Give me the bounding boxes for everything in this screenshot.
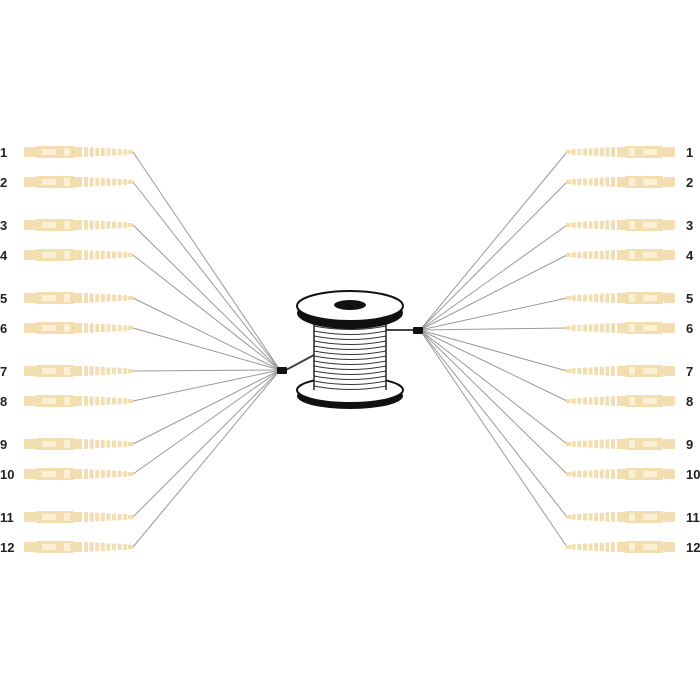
right-fiber-line [419,329,568,445]
right-fiber-line [419,224,568,331]
left-fiber-line [132,369,281,402]
left-fiber-line [132,327,281,371]
spool-windings [313,325,387,390]
right-port-label: 1 [686,145,693,160]
right-sc-connector-icon [566,146,675,158]
right-sc-connector-icon [566,395,675,407]
right-fiber-line [419,254,568,331]
spool-winding [313,335,387,340]
spool-winding [313,345,387,350]
spool-winding [313,355,387,360]
right-port-label: 12 [686,540,700,555]
left-sc-connector-icon [24,365,133,377]
left-sc-connector-icon [24,176,133,188]
left-port-label: 1 [0,145,7,160]
left-sc-connector-icon [24,219,133,231]
spool-winding [313,370,387,375]
spool-winding [313,330,387,335]
left-port-label: 2 [0,175,7,190]
left-fiber-line [132,151,281,371]
right-port-label: 9 [686,437,693,452]
spool-winding [313,360,387,365]
left-port-label: 10 [0,467,14,482]
right-sc-connector-icon [566,176,675,188]
right-breakout-boot [413,327,423,334]
left-fiber-line [132,369,281,518]
right-fiber-line [419,181,568,331]
spool-winding [313,385,387,390]
right-sc-connector-icon [566,468,675,480]
spool-winding [313,380,387,385]
cable-spool-icon [277,290,423,409]
right-fiber-line [419,329,568,402]
left-breakout-boot [277,367,287,374]
left-sc-connector-icon [24,541,133,553]
left-port-label: 7 [0,364,7,379]
left-sc-connector-icon [24,511,133,523]
left-port-label: 8 [0,394,7,409]
spool-winding [313,325,387,330]
right-port-label: 6 [686,321,693,336]
right-sc-connector-icon [566,292,675,304]
left-fiber-line [132,369,281,372]
left-connector-group [24,146,133,553]
right-port-label: 7 [686,364,693,379]
spool-winding [313,350,387,355]
left-sc-connector-icon [24,146,133,158]
right-sc-connector-icon [566,249,675,261]
right-fiber-line [419,329,568,475]
right-port-label: 5 [686,291,693,306]
left-fiber-line [132,297,281,371]
right-connector-group [566,146,675,553]
right-fiber-line [419,329,568,518]
left-port-label: 9 [0,437,7,452]
right-sc-connector-icon [566,541,675,553]
right-port-label: 3 [686,218,693,233]
left-fiber-line [132,369,281,445]
left-fiber-line [132,369,281,475]
left-port-label: 12 [0,540,14,555]
spool-winding [313,340,387,345]
left-fiber-line [132,254,281,371]
right-fiber-line [419,297,568,331]
right-sc-connector-icon [566,365,675,377]
spool-winding [313,375,387,380]
spool-winding [313,365,387,370]
right-port-label: 8 [686,394,693,409]
right-port-label: 4 [686,248,694,263]
left-sc-connector-icon [24,322,133,334]
left-sc-connector-icon [24,249,133,261]
left-fiber-line [132,369,281,548]
right-sc-connector-icon [566,219,675,231]
fiber-lines [132,151,568,548]
left-port-label: 6 [0,321,7,336]
left-port-label: 5 [0,291,7,306]
left-port-label: 11 [0,510,14,525]
left-fiber-line [132,181,281,371]
right-port-label: 10 [686,467,700,482]
right-fiber-line [419,329,568,548]
right-port-label: 2 [686,175,693,190]
left-port-label: 3 [0,218,7,233]
right-fiber-line [419,327,568,331]
left-sc-connector-icon [24,438,133,450]
left-sc-connector-icon [24,292,133,304]
right-port-label: 11 [686,510,700,525]
left-fiber-line [132,224,281,371]
right-sc-connector-icon [566,438,675,450]
right-fiber-line [419,329,568,372]
right-fiber-line [419,151,568,331]
left-port-label: 4 [0,248,8,263]
right-sc-connector-icon [566,322,675,334]
left-sc-connector-icon [24,395,133,407]
right-sc-connector-icon [566,511,675,523]
left-sc-connector-icon [24,468,133,480]
